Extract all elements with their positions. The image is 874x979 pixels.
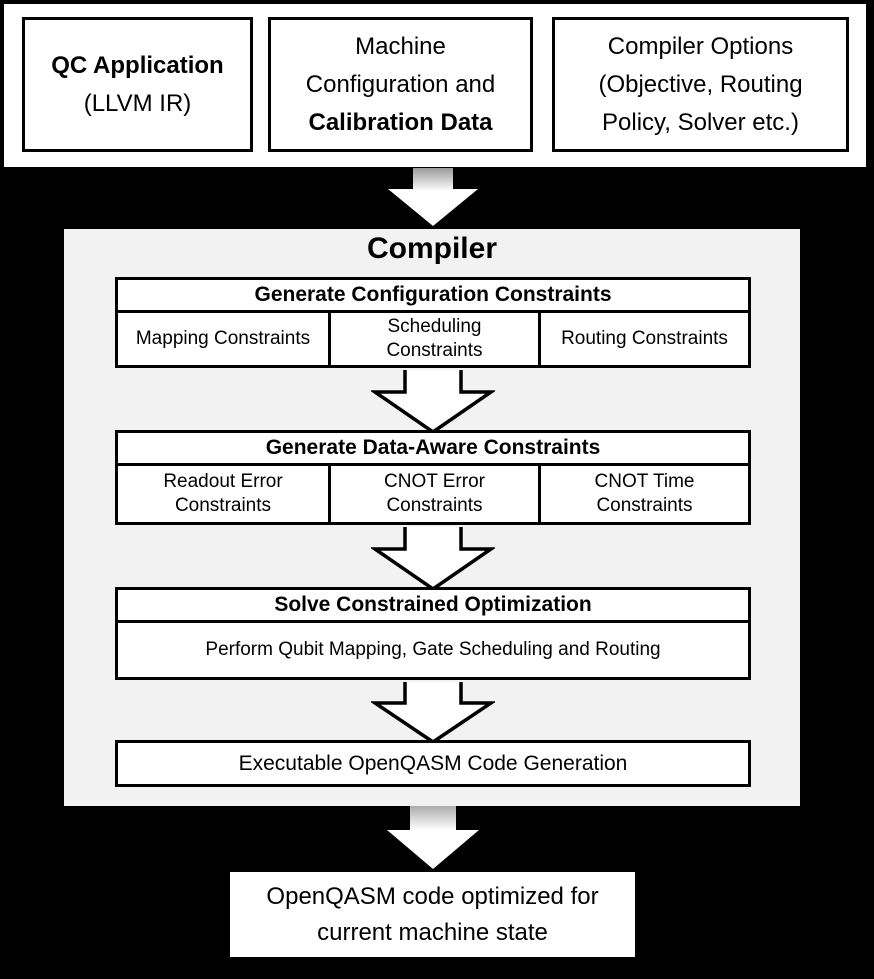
stage-cell: CNOT Time Constraints [538, 466, 748, 522]
stage-cell: CNOT Error Constraints [328, 466, 538, 522]
arrow-down-icon [387, 806, 479, 869]
stage-data-aware-constraints: Generate Data-Aware Constraints Readout … [115, 430, 751, 525]
input-box-qc-application: QC Application (LLVM IR) [22, 17, 253, 152]
stage-header: Generate Data-Aware Constraints [118, 433, 748, 466]
final-step-label: Executable OpenQASM Code Generation [238, 751, 628, 775]
stage-cell: Routing Constraints [538, 313, 748, 365]
stage-cell: Perform Qubit Mapping, Gate Scheduling a… [205, 639, 661, 660]
output-box: OpenQASM code optimized for current mach… [230, 872, 635, 957]
stage-header: Solve Constrained Optimization [118, 590, 748, 623]
arrow-down-icon [371, 527, 495, 591]
compiler-options-text: Compiler Options (Objective, Routing Pol… [598, 32, 803, 136]
input-box-compiler-options: Compiler Options (Objective, Routing Pol… [552, 17, 849, 152]
qc-application-title: QC Application [51, 51, 224, 79]
arrow-down-icon [388, 168, 478, 226]
compiler-title: Compiler [366, 232, 498, 265]
stage-cell: Readout Error Constraints [163, 471, 283, 516]
arrow-down-icon [371, 682, 495, 744]
stage-cells: Readout Error Constraints CNOT Error Con… [118, 466, 748, 522]
input-panel: QC Application (LLVM IR) Machine Configu… [4, 4, 866, 167]
arrow-down-icon [371, 370, 495, 434]
stage-solve-optimization: Solve Constrained Optimization Perform Q… [115, 587, 751, 680]
stage-config-constraints: Generate Configuration Constraints Mappi… [115, 277, 751, 368]
compiler-panel: Compiler Generate Configuration Constrai… [64, 229, 800, 806]
stage-header: Generate Configuration Constraints [118, 280, 748, 313]
output-text: OpenQASM code optimized for current mach… [266, 882, 599, 946]
input-box-machine-config: Machine Configuration and Calibration Da… [268, 17, 533, 152]
machine-config-text: Machine Configuration and Calibration Da… [305, 32, 496, 136]
qc-application-subtitle: (LLVM IR) [83, 89, 192, 117]
final-step-box: Executable OpenQASM Code Generation [115, 740, 751, 787]
stage-cell: Mapping Constraints [135, 328, 311, 349]
stage-cell: Scheduling Constraints [328, 313, 538, 365]
stage-cells: Perform Qubit Mapping, Gate Scheduling a… [118, 623, 748, 677]
stage-cells: Mapping Constraints Scheduling Constrain… [118, 313, 748, 365]
